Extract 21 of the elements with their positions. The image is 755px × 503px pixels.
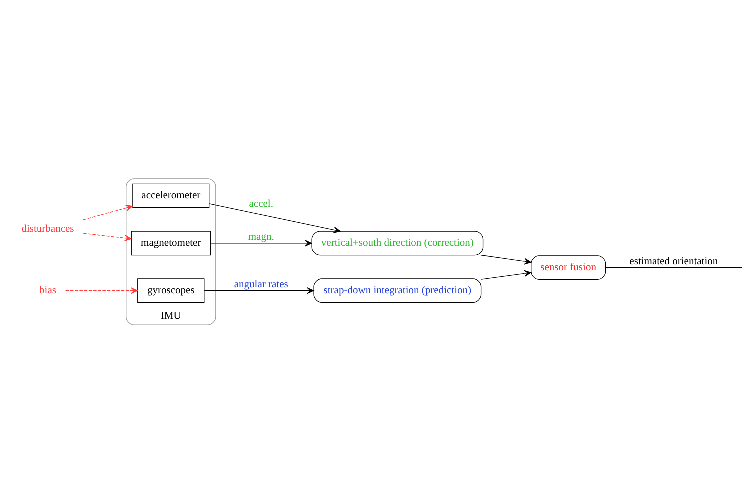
arrow (481, 270, 532, 280)
arrow (209, 203, 341, 233)
connector (606, 266, 742, 268)
arrow (83, 232, 132, 242)
edge-label: magn. (248, 232, 274, 243)
node-box: magnetometer (131, 230, 211, 256)
node-box: vertical+south direction (correction) (312, 230, 484, 256)
arrow (210, 240, 312, 246)
node-box: sensor fusion (531, 255, 606, 280)
node-text: disturbances (22, 224, 74, 235)
node-box: accelerometer (132, 183, 210, 208)
edge-label: estimated orientation (630, 256, 718, 267)
node-text: bias (40, 284, 56, 296)
arrow (66, 287, 138, 294)
arrow (83, 204, 134, 220)
node-box: gyroscopes (138, 278, 205, 303)
node-box: strap-down integration (prediction) (314, 278, 482, 303)
edge-label: accel. (249, 198, 274, 210)
arrow (204, 287, 314, 294)
arrow (480, 254, 532, 264)
edge-label: angular rates (234, 278, 288, 290)
